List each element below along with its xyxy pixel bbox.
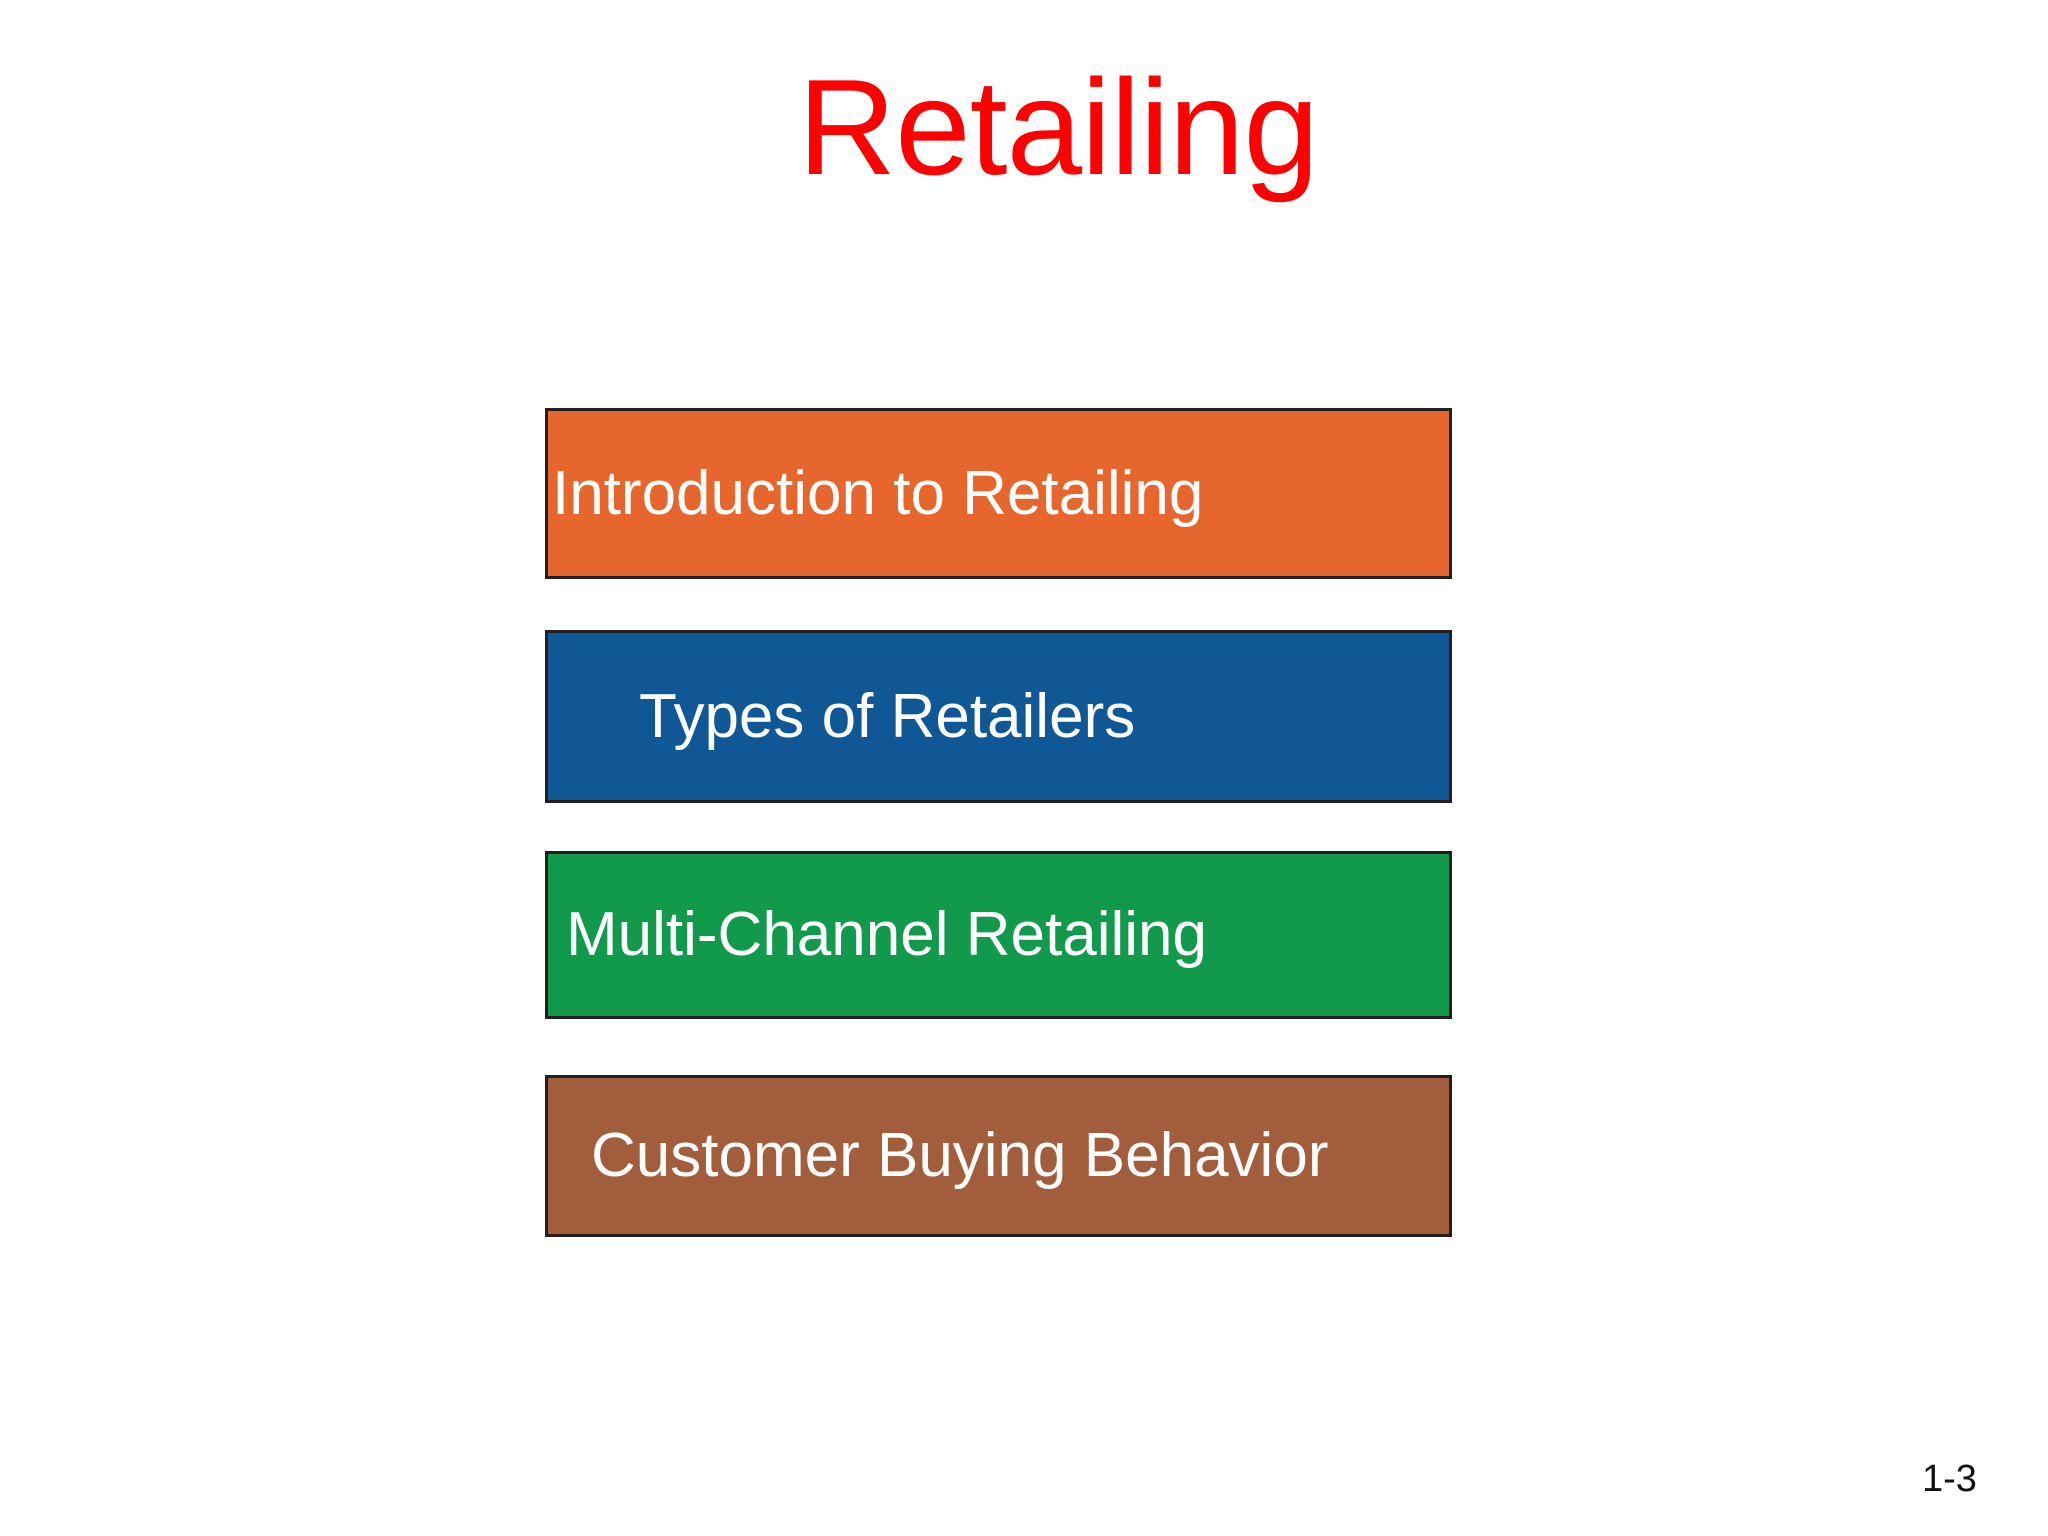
agenda-item-types-of-retailers: Types of Retailers bbox=[545, 630, 1452, 803]
agenda-item-customer-buying-behavior: Customer Buying Behavior bbox=[545, 1075, 1452, 1237]
agenda-item-label: Customer Buying Behavior bbox=[591, 1121, 1329, 1190]
slide-title: Retailing bbox=[797, 51, 1319, 203]
agenda-item-label: Introduction to Retailing bbox=[552, 458, 1204, 528]
agenda-item-label: Types of Retailers bbox=[639, 681, 1136, 751]
agenda-item-label: Multi-Channel Retailing bbox=[566, 900, 1207, 969]
agenda-item-introduction-to-retailing: Introduction to Retailing bbox=[545, 408, 1452, 579]
page-number: 1-3 bbox=[1922, 1458, 1977, 1500]
agenda-item-multi-channel-retailing: Multi-Channel Retailing bbox=[545, 851, 1452, 1019]
